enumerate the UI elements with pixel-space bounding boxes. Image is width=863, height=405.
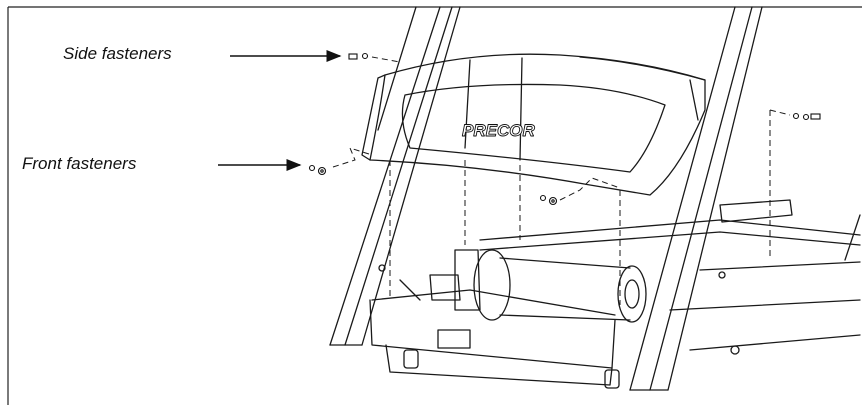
right-upright (629, 6, 763, 391)
front-fasteners-label: Front fasteners (22, 154, 137, 173)
mounting-points (378, 264, 726, 279)
side-fasteners-label: Side fasteners (63, 44, 172, 63)
front-fasteners-hardware-left (308, 164, 327, 176)
precor-logo: PRECOR (462, 121, 535, 140)
side-fasteners-hardware-right (792, 112, 821, 121)
alignment-lines (332, 56, 791, 305)
front-fasteners-hardware-center (539, 194, 558, 206)
motor-assembly (399, 249, 647, 349)
console-housing (361, 53, 706, 196)
treadmill-deck (369, 199, 861, 386)
side-fasteners-hardware-left (348, 52, 369, 60)
figure-border (7, 6, 862, 405)
wheels (403, 345, 740, 389)
